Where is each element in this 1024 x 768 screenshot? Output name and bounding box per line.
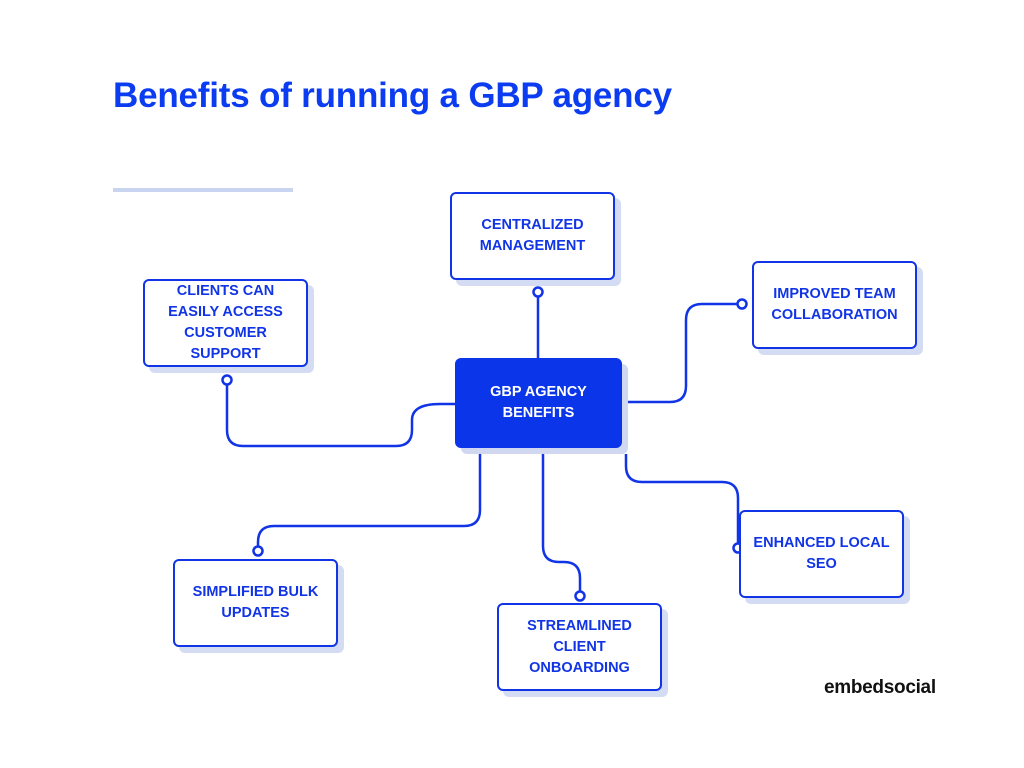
node-local-seo: ENHANCED LOCAL SEO: [739, 510, 904, 598]
logo-text: embedsocial: [824, 677, 936, 698]
title-divider: [113, 188, 293, 192]
connector-clients-support: [225, 384, 455, 448]
connector-dot-team-collab: [736, 298, 748, 310]
node-bulk-updates: SIMPLIFIED BULK UPDATES: [173, 559, 338, 647]
page-title: Benefits of running a GBP agency: [113, 76, 672, 115]
node-gbp-agency-benefits: GBP AGENCY BENEFITS: [455, 358, 622, 448]
connector-local-seo: [624, 454, 740, 544]
connector-bulk-updates: [256, 454, 482, 546]
connector-dot-clients-support: [221, 374, 233, 386]
connector-team-collab: [622, 302, 737, 404]
node-clients-support: CLIENTS CAN EASILY ACCESS CUSTOMER SUPPO…: [143, 279, 308, 367]
node-centralized-management: CENTRALIZED MANAGEMENT: [450, 192, 615, 280]
connector-dot-onboarding: [574, 590, 586, 602]
node-client-onboarding: STREAMLINED CLIENT ONBOARDING: [497, 603, 662, 691]
connector-onboarding: [541, 454, 582, 592]
embedsocial-logo: embedsocial: [824, 677, 936, 699]
connector-dot-bulk-updates: [252, 545, 264, 557]
node-team-collaboration: IMPROVED TEAM COLLABORATION: [752, 261, 917, 349]
connector-dot-centralized: [532, 286, 544, 298]
